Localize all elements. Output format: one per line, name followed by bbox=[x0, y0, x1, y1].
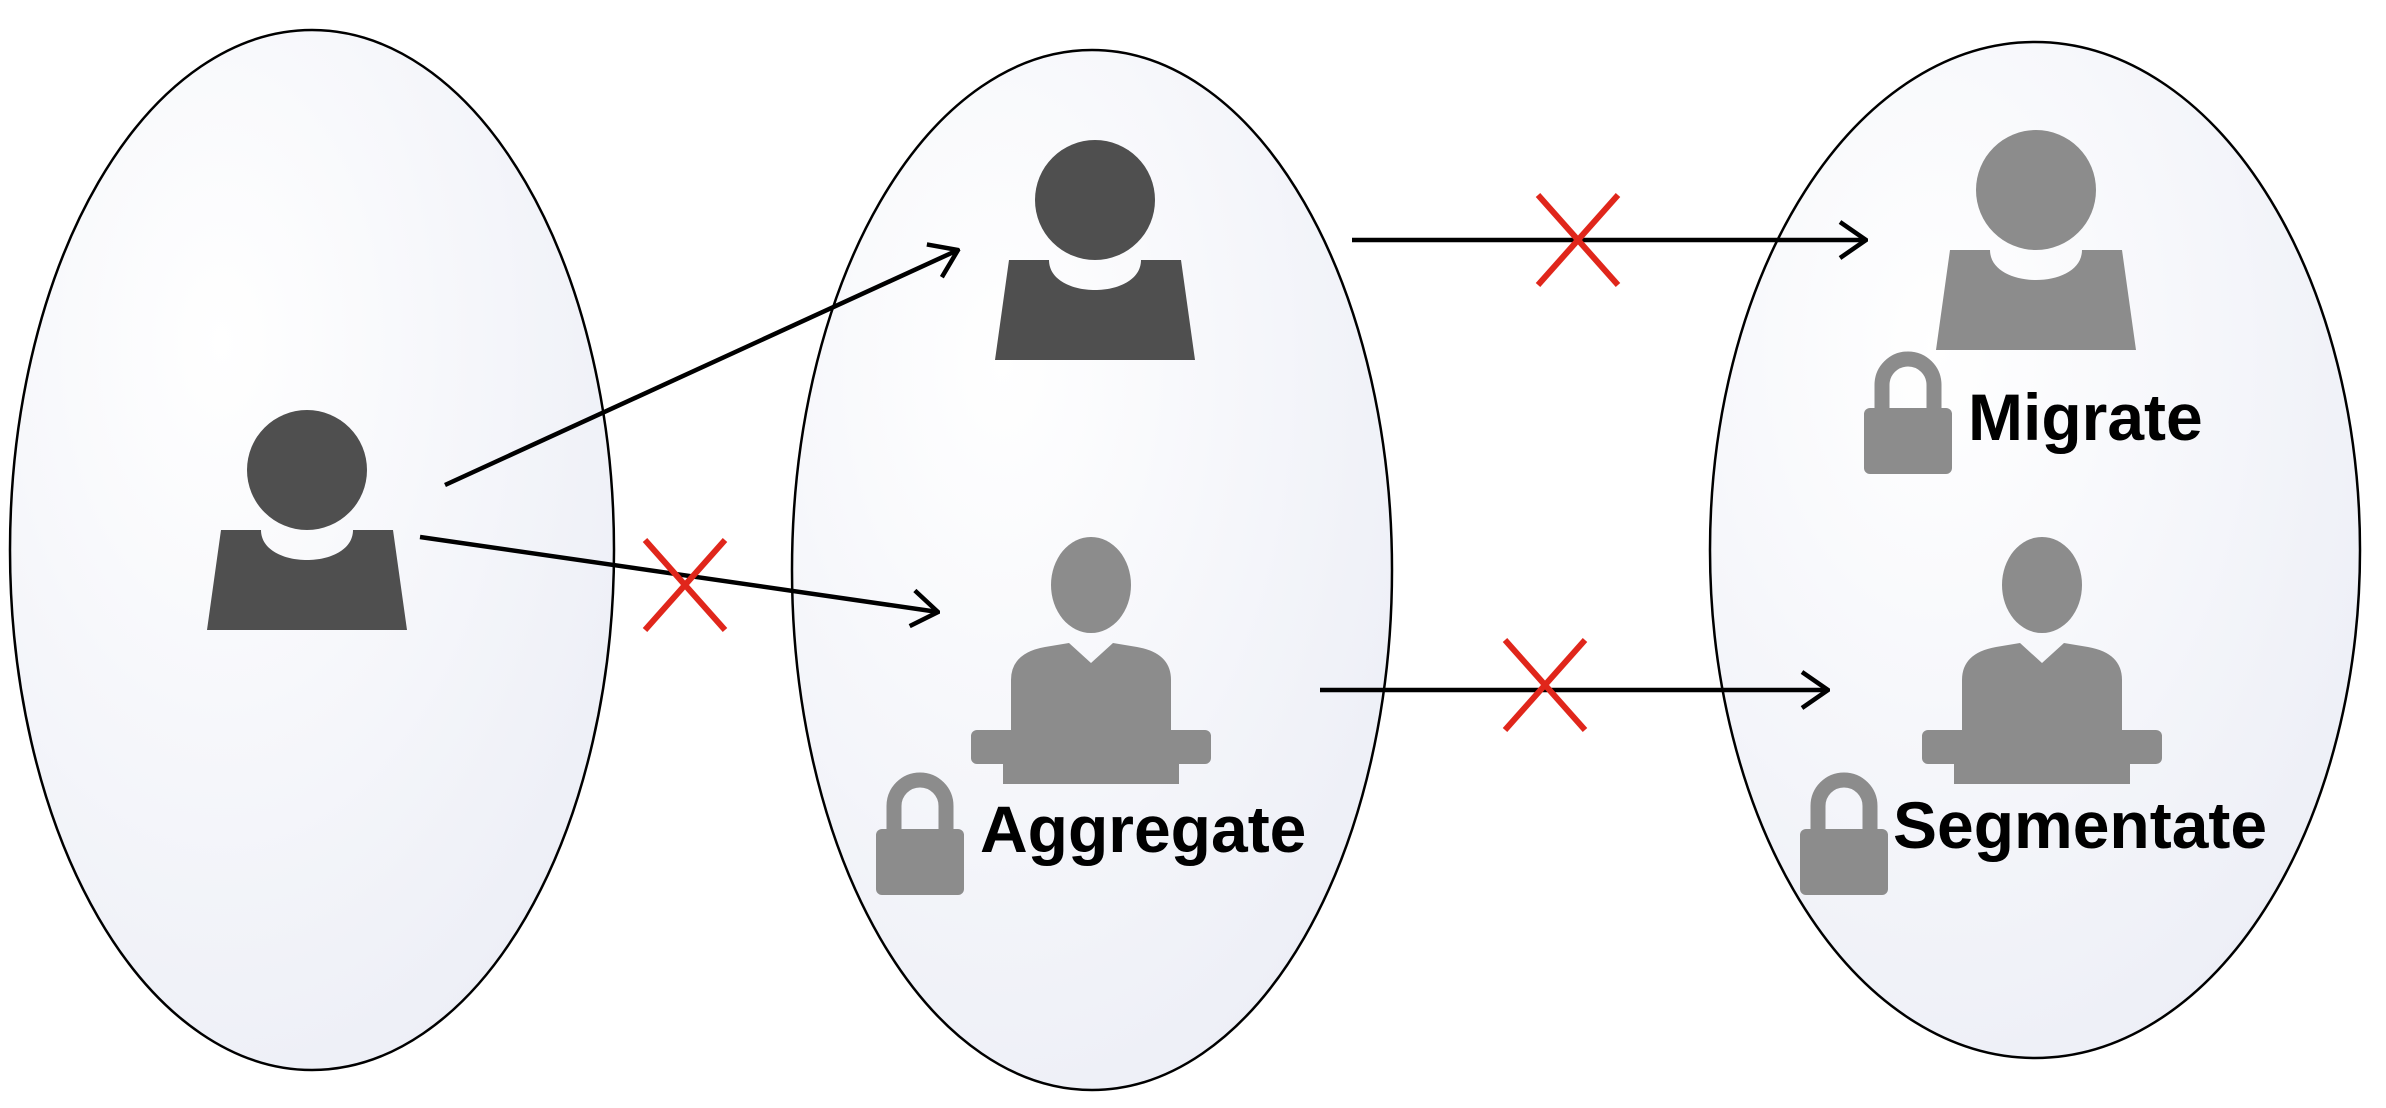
migrate-label: Migrate bbox=[1968, 380, 2203, 454]
aggregate-label: Aggregate bbox=[980, 792, 1306, 866]
segmentate-label: Segmentate bbox=[1893, 788, 2267, 862]
blocked-cross-icon bbox=[1505, 640, 1585, 730]
arrow-source-to-person bbox=[444, 250, 958, 488]
blocked-cross-icon bbox=[645, 540, 725, 630]
source-cluster-ellipse bbox=[8, 28, 616, 1072]
